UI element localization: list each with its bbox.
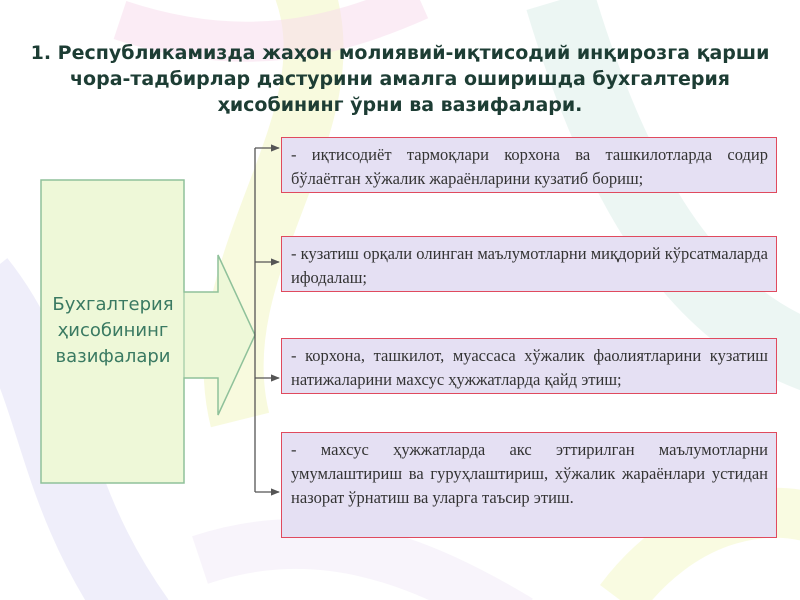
title-line-1: 1. Республикамизда жаҳон молиявий-иқтисо… xyxy=(30,42,770,64)
title-line-2: чора-тадбирлар дастурини амалга оширишда… xyxy=(70,68,730,90)
main-label-line-1: Бухгалтерия xyxy=(52,294,174,315)
task-box-3: - корхона, ташкилот, муассаса хўжалик фа… xyxy=(281,338,777,394)
main-block-label: Бухгалтерия ҳисобининг вазифалари xyxy=(44,292,182,370)
task-box-4: - махсус ҳужжатларда акс эттирилган маъл… xyxy=(281,432,777,538)
main-label-line-2: ҳисобининг xyxy=(57,320,169,341)
task-box-2: - кузатиш орқали олинган маълумотларни м… xyxy=(281,236,777,292)
title-line-3: ҳисобининг ўрни ва вазифалари. xyxy=(217,94,583,116)
task-box-1: - иқтисодиёт тармоқлари корхона ва ташки… xyxy=(281,137,777,193)
main-label-line-3: вазифалари xyxy=(55,346,171,367)
main-block-arrow xyxy=(40,179,256,484)
page-title: 1. Республикамизда жаҳон молиявий-иқтисо… xyxy=(20,40,780,118)
